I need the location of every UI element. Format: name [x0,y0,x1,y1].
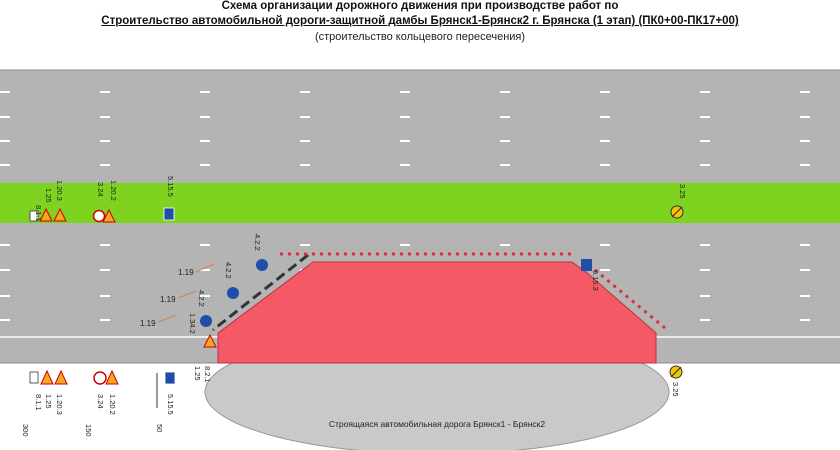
green-median [0,183,840,223]
lane-info-icon [164,371,176,385]
median-sign-group-2: 3.24 1.20.2 [92,180,118,223]
project-title: Строительство автомобильной дороги-защит… [101,15,739,27]
sign-code: 3.24 [96,394,105,409]
sign-code: 1.25 [44,394,53,409]
arrow-sign-icon [227,287,239,299]
sign-code: 3.25 [671,382,680,397]
sign-code: 4.2.2 [224,262,233,279]
sign-code: 6.15.3 [591,270,600,291]
upper-lane-markings [0,91,840,166]
arrow-sign-icon [200,315,212,327]
arrow-sign-icon [256,259,268,271]
marking-labels: 1.19 1.19 1.19 [140,263,215,328]
warning-triangle-icon [40,369,54,385]
sign-code: 3.25 [678,184,687,199]
sign-code: 1.20.2 [109,180,118,201]
work-zone-signs: 4.2.2 4.2.2 4.2.2 1.34.2 1.25 8.2.1 6.15… [188,234,683,397]
sign-code: 8.2.1 [203,366,212,383]
construction-label: Строящаяся автомобильная дорога Брянск1 … [329,419,546,429]
warning-triangle-icon [53,207,67,222]
speed-limit-40-icon [92,209,106,223]
sign-code: 5.15.5 [166,394,175,415]
sign-code: 1.25 [44,188,53,203]
median-sign-group-1: 8.1.1 1.25 1.20.3 [29,180,67,222]
sign-code: 5.15.5 [166,176,175,197]
bottom-sign-group-3: 5.15.5 50 [155,371,176,432]
warning-triangle-icon [102,208,116,223]
distance-label: 300 [21,424,30,437]
parking-sign-icon [581,259,592,271]
lower-lane-markings [0,244,840,321]
median-sign-group-3: 5.15.5 [163,176,175,221]
sign-code: 4.2.2 [253,234,262,251]
upper-carriageway [0,70,840,183]
sign-code: 1.20.3 [55,180,64,201]
ped-300-icon [29,210,39,222]
work-zone [217,261,657,364]
distance-label: 150 [84,424,93,437]
ped-300-icon [29,371,39,384]
warning-triangle-icon [39,207,53,222]
sign-code: 1.20.3 [55,394,64,415]
sign-code: 8.1.1 [34,205,43,222]
warning-triangle-icon [203,333,217,348]
sign-code: 8.1.1 [34,394,43,411]
marking-label: 1.19 [178,268,194,277]
median-sign-group-4: 3.25 [670,184,687,219]
sign-code: 4.2.2 [197,290,206,307]
sign-code: 3.24 [96,182,105,197]
marking-label: 1.19 [160,295,176,304]
lane-info-icon [163,207,175,221]
sign-code: 1.20.2 [108,394,117,415]
warning-triangle-icon [54,369,68,385]
cone-line [280,252,666,330]
bottom-sign-group-2: 3.24 1.20.2 150 [84,369,119,437]
distance-label: 50 [155,424,164,432]
sign-code: 1.25 [193,366,202,381]
scheme-title: Схема организации дорожного движения при… [221,0,619,12]
sign-code: 1.34.2 [188,313,197,334]
marking-label: 1.19 [140,319,156,328]
speed-limit-40-icon [93,371,107,385]
warning-triangle-icon [105,369,119,385]
scheme-subtitle: (строительство кольцевого пересечения) [314,31,526,43]
bottom-sign-group-1: 8.1.1 1.25 1.20.3 300 [21,369,68,437]
taper-barrier [212,253,309,332]
